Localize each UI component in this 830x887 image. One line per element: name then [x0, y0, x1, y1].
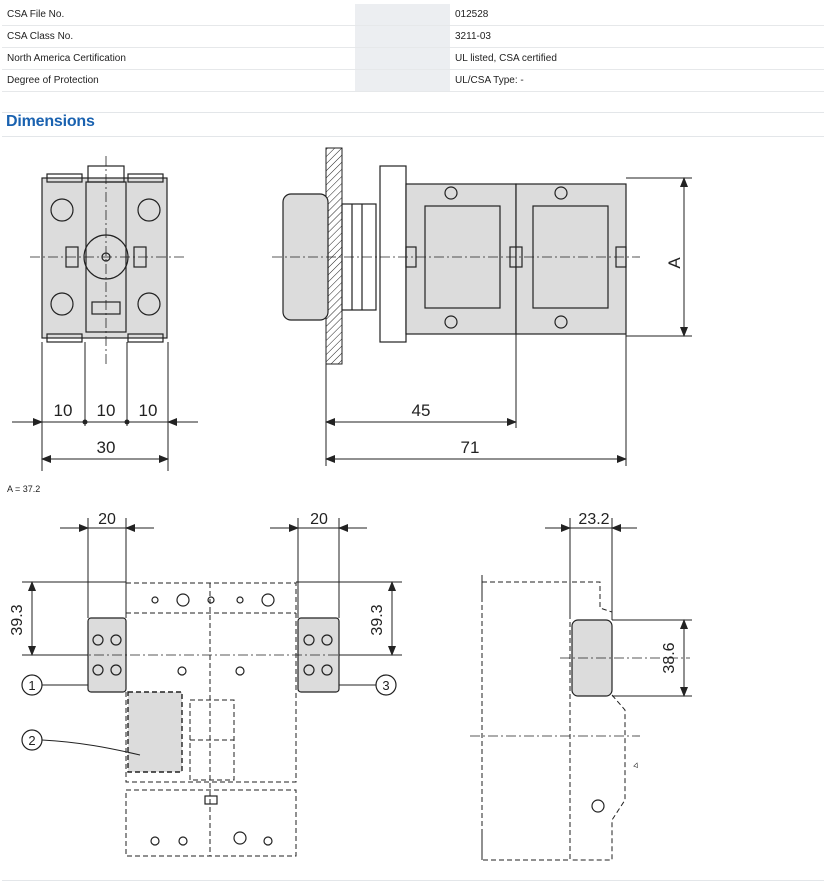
- dim-layout-height-right: 39.3: [369, 604, 386, 635]
- front-view: [30, 156, 184, 366]
- dim-front-1: 10: [54, 401, 73, 420]
- dimension-drawing-top: 10 10 10 30 45 71 A: [12, 147, 692, 471]
- dim-front-2: 10: [97, 401, 116, 420]
- table-row: North America Certification UL listed, C…: [2, 47, 824, 70]
- divider: [2, 880, 824, 881]
- panel-layout: [125, 582, 297, 857]
- dim-front-total: 30: [97, 438, 116, 457]
- dim-side-45: 45: [412, 401, 431, 420]
- spec-value: UL listed, CSA certified: [450, 47, 824, 70]
- spec-label: CSA File No.: [2, 4, 355, 26]
- dim-section-height: 38.6: [661, 642, 678, 673]
- svg-text:1: 1: [28, 678, 35, 693]
- spec-label: North America Certification: [2, 47, 355, 70]
- spec-value: 3211-03: [450, 25, 824, 48]
- spec-value: 012528: [450, 4, 824, 26]
- side-view: [272, 147, 640, 365]
- divider: [2, 112, 824, 113]
- table-row: Degree of Protection UL/CSA Type: -: [2, 69, 824, 92]
- dim-layout-width-left: 20: [98, 511, 116, 528]
- svg-text:▹: ▹: [630, 761, 642, 769]
- dim-section-width: 23.2: [578, 511, 609, 528]
- table-row: CSA Class No. 3211-03: [2, 25, 824, 48]
- spec-table: CSA File No. 012528 CSA Class No. 3211-0…: [2, 4, 824, 92]
- dim-side-71: 71: [461, 438, 480, 457]
- dimension-note: A = 37.2: [7, 484, 41, 494]
- section-title: Dimensions: [6, 113, 95, 130]
- dim-layout-height-left: 39.3: [9, 604, 26, 635]
- dim-side-a: A: [665, 257, 684, 269]
- dimension-drawing-bottom: 20 20: [9, 511, 692, 861]
- svg-text:3: 3: [382, 678, 389, 693]
- divider: [2, 136, 824, 137]
- table-row: CSA File No. 012528: [2, 4, 824, 26]
- spec-label: Degree of Protection: [2, 69, 355, 92]
- section-view: ▹: [470, 575, 690, 861]
- dim-front-3: 10: [139, 401, 158, 420]
- dim-layout-width-right: 20: [310, 511, 328, 528]
- spec-value: UL/CSA Type: -: [450, 69, 824, 92]
- svg-text:2: 2: [28, 733, 35, 748]
- spec-label: CSA Class No.: [2, 25, 355, 48]
